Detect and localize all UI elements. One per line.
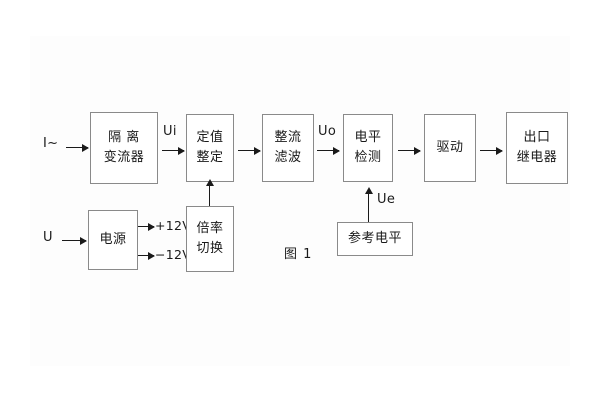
block-rectify-filter-line-1: 整流 xyxy=(274,129,302,145)
arrow-isolation-to-setting xyxy=(162,146,185,155)
block-setting-value-line-2: 整定 xyxy=(196,150,224,165)
voltage-input-arrow xyxy=(62,236,87,245)
block-output-relay[interactable]: 出口 继电器 xyxy=(506,112,568,184)
current-input-arrow xyxy=(66,143,89,152)
block-drive-line-1: 驱动 xyxy=(436,139,464,155)
arrow-rectify-to-level xyxy=(317,146,340,155)
block-power-supply-line-1: 电源 xyxy=(99,231,127,247)
rail-negative-arrow xyxy=(138,251,155,260)
block-output-relay-line-1: 出口 xyxy=(523,129,551,145)
arrow-drive-to-output-relay xyxy=(480,146,503,155)
block-multiplier-switch-line-1: 倍率 xyxy=(196,220,224,236)
block-isolation-transformer-line-2: 变流器 xyxy=(103,150,145,165)
arrow-level-to-drive xyxy=(398,146,421,155)
uo-label: Uo xyxy=(318,124,337,139)
block-output-relay-line-2: 继电器 xyxy=(516,150,558,165)
arrow-reference-to-level xyxy=(364,187,373,222)
block-multiplier-switch-line-2: 切换 xyxy=(196,241,224,256)
voltage-input-label: U xyxy=(43,230,53,245)
block-setting-value-line-1: 定值 xyxy=(196,129,224,145)
block-level-detection-line-1: 电平 xyxy=(354,129,382,145)
block-level-detection-line-2: 检测 xyxy=(354,150,382,165)
rail-negative-label: −12V xyxy=(155,247,192,262)
ue-label: Ue xyxy=(377,192,396,207)
block-reference-level[interactable]: 参考电平 xyxy=(337,222,413,256)
block-drive[interactable]: 驱动 xyxy=(424,114,476,182)
block-isolation-transformer[interactable]: 隔 离 变流器 xyxy=(90,112,158,184)
panel-background xyxy=(30,36,570,366)
block-isolation-transformer-line-1: 隔 离 xyxy=(108,129,140,145)
block-rectify-filter-line-2: 滤波 xyxy=(274,150,302,165)
block-setting-value[interactable]: 定值 整定 xyxy=(186,114,234,182)
rail-positive-label: +12V xyxy=(155,218,192,233)
arrow-multiplier-to-setting xyxy=(205,179,214,206)
arrow-setting-to-rectify xyxy=(238,146,261,155)
block-level-detection[interactable]: 电平 检测 xyxy=(343,114,393,182)
rail-positive-arrow xyxy=(138,222,155,231)
block-power-supply[interactable]: 电源 xyxy=(88,210,138,270)
ui-label: Ui xyxy=(163,124,177,139)
figure-caption: 图 1 xyxy=(284,247,313,262)
current-input-label: I~ xyxy=(43,136,59,151)
block-reference-level-line-1: 参考电平 xyxy=(347,230,402,246)
block-multiplier-switch[interactable]: 倍率 切换 xyxy=(186,206,234,272)
block-rectify-filter[interactable]: 整流 滤波 xyxy=(262,114,314,182)
